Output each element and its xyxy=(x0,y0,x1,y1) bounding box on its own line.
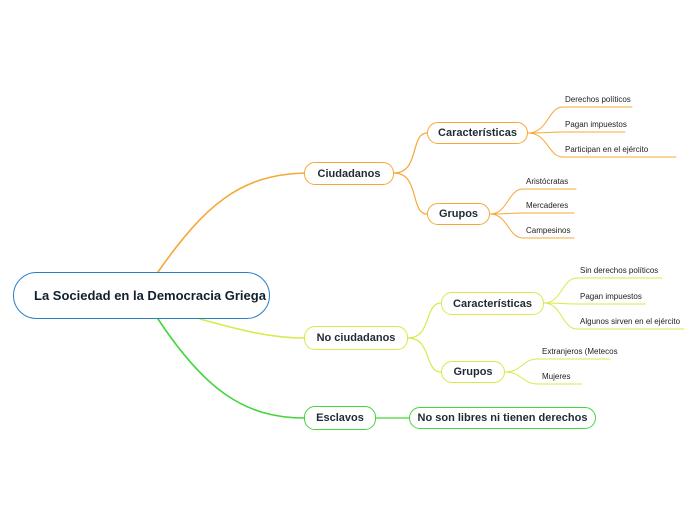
leaf-algunos-sirven-ejercito[interactable]: Algunos sirven en el ejército xyxy=(580,317,681,326)
topic-esclavos-detail[interactable]: No son libres ni tienen derechos xyxy=(409,407,596,429)
topic-label: Características xyxy=(453,297,532,310)
leaf-campesinos[interactable]: Campesinos xyxy=(526,226,571,235)
topic-label: No son libres ni tienen derechos xyxy=(417,412,588,424)
leaf-participan-ejercito[interactable]: Participan en el ejército xyxy=(565,145,649,154)
topic-label: Grupos xyxy=(438,208,479,220)
leaf-extranjeros-metecos[interactable]: Extranjeros (Metecos xyxy=(542,347,618,356)
leaf-pagan-impuestos[interactable]: Pagan impuestos xyxy=(580,292,642,301)
topic-label: Características xyxy=(438,127,517,139)
topic-ciudadanos-caracteristicas[interactable]: Características xyxy=(427,122,528,144)
topic-no-ciudadanos-grupos[interactable]: Grupos xyxy=(441,361,505,383)
topic-no-ciudadanos[interactable]: No ciudadanos xyxy=(304,326,408,350)
topic-no-ciudadanos-caracteristicas[interactable]: Características xyxy=(441,292,544,315)
leaf-sin-derechos-politicos[interactable]: Sin derechos políticos xyxy=(580,266,659,275)
topic-esclavos-label: Esclavos xyxy=(316,412,364,424)
leaf-mercaderes[interactable]: Mercaderes xyxy=(526,201,569,210)
topic-no-ciudadanos-label: No ciudadanos xyxy=(316,332,396,344)
topic-label: Grupos xyxy=(453,366,493,378)
topic-ciudadanos[interactable]: Ciudadanos xyxy=(304,162,394,185)
topic-ciudadanos-label: Ciudadanos xyxy=(317,167,381,180)
topic-ciudadanos-grupos[interactable]: Grupos xyxy=(427,203,490,225)
leaf-aristocratas[interactable]: Aristócratas xyxy=(526,177,569,186)
root-topic-label: La Sociedad en la Democracia Griega xyxy=(34,288,266,303)
root-topic[interactable]: La Sociedad en la Democracia Griega xyxy=(13,272,270,319)
leaf-mujeres[interactable]: Mujeres xyxy=(542,372,571,381)
leaf-derechos-politicos[interactable]: Derechos políticos xyxy=(565,95,631,104)
leaf-pagan-impuestos[interactable]: Pagan impuestos xyxy=(565,120,627,129)
topic-esclavos[interactable]: Esclavos xyxy=(304,406,376,430)
